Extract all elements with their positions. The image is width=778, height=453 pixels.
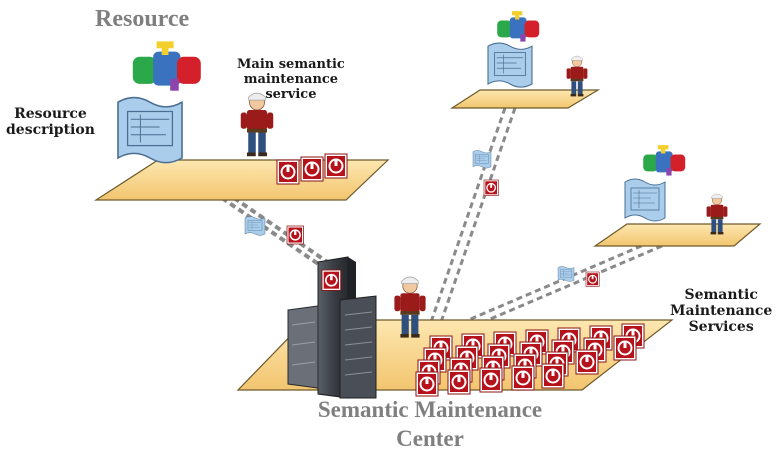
main-service-label: Main semantic maintenance service [237,57,345,103]
service-card-icon [415,371,439,397]
right-resource-platform [593,223,762,247]
services-label-line-3: Services [688,319,754,336]
resource-description-label: Resource description [6,106,95,138]
service-card-icon [541,363,565,389]
service-card-icon [276,159,300,185]
service-card-icon [613,335,637,361]
service-card-icon [286,225,305,245]
service-card-icon [321,269,342,292]
service-card-icon [447,369,471,395]
service-card-icon [483,179,499,197]
services-label-line-1: Semantic [684,287,758,303]
services-label: Semantic Maintenance Services [670,287,772,335]
center-title-line-2: Center [396,425,464,451]
puzzle-icon [643,145,686,176]
top-resource-link [428,107,517,326]
document-icon [472,150,492,169]
center-title: Semantic Maintenance Center [240,396,620,453]
main-service-label-line-1: Main semantic [237,57,345,72]
resource-description-line-2: description [6,122,95,139]
document-icon [487,42,533,88]
service-card-icon [575,349,599,375]
puzzle-icon [497,11,540,42]
resource-description-line-1: Resource [14,106,87,122]
service-card-icon [585,271,600,287]
document-icon [244,216,266,236]
resource-heading: Resource [95,6,190,32]
main-service-label-line-2: maintenance [243,71,339,87]
services-label-line-2: Maintenance [670,303,773,320]
server-icon [287,256,377,399]
service-card-icon [511,365,535,391]
service-card-icon [479,367,503,393]
top-resource-platform [449,89,601,109]
document-icon [624,178,666,222]
puzzle-icon [132,41,201,91]
main-service-label-line-3: service [265,86,317,102]
service-card-icon [300,156,324,182]
document-icon [557,266,575,282]
service-card-icon [324,153,348,179]
document-icon [117,96,183,164]
center-title-line-1: Semantic Maintenance [317,397,543,422]
